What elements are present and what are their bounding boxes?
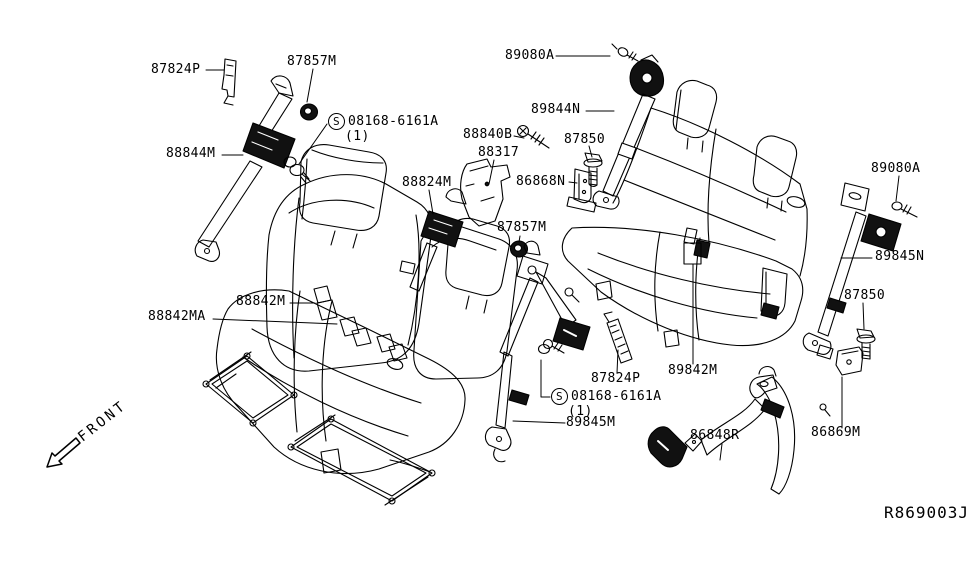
- part-label-89080A-right: 89080A: [871, 161, 921, 176]
- hardware-note-qty-upper: (1): [345, 129, 370, 144]
- belt-88824M-drawing: [399, 188, 467, 292]
- belt-89845N-drawing: [802, 182, 918, 360]
- hardware-note-lower: S 08168-6161A: [551, 388, 662, 405]
- bolt-87850-upper-drawing: [583, 152, 603, 187]
- part-label-89080A-upper: 89080A: [505, 48, 555, 63]
- belt-89844N-drawing: [592, 43, 665, 210]
- part-label-89842M: 89842M: [668, 363, 718, 378]
- part-label-88317: 88317: [478, 145, 520, 160]
- part-label-88824M: 88824M: [402, 175, 452, 190]
- screw-88840B-drawing: [516, 124, 550, 149]
- part-label-89845M: 89845M: [566, 415, 616, 430]
- part-label-87857M-middle: 87857M: [497, 220, 547, 235]
- part-label-89845N: 89845N: [875, 249, 925, 264]
- part-label-88842MA: 88842MA: [148, 309, 206, 324]
- screw-symbol-icon: S: [328, 113, 345, 130]
- hardware-note-qty-lower: (1): [568, 404, 593, 419]
- third-row-seat-drawing: [561, 79, 808, 348]
- part-label-87850-right: 87850: [844, 288, 886, 303]
- part-label-87824P-lower: 87824P: [591, 371, 641, 386]
- belt-89845M-drawing: [484, 240, 591, 463]
- hardware-note-code: 08168-6161A: [571, 389, 662, 404]
- part-label-88842M: 88842M: [236, 294, 286, 309]
- nut-87857M-upper-drawing: [299, 103, 319, 121]
- part-label-89844N: 89844N: [531, 102, 581, 117]
- bracket-86868N-drawing: [566, 168, 597, 213]
- part-87824P-lower-drawing: [603, 311, 633, 364]
- part-label-87857M-upper: 87857M: [287, 54, 337, 69]
- part-label-87824P-upper: 87824P: [151, 62, 201, 77]
- second-row-seat-drawing: [202, 144, 518, 506]
- leader-lines: [205, 55, 900, 461]
- belt-86848R-drawing: [647, 365, 796, 495]
- belt-88844M-drawing: [194, 75, 311, 262]
- part-label-88844M: 88844M: [166, 146, 216, 161]
- nut-87857M-middle-drawing: [509, 240, 529, 258]
- part-label-86848R: 86848R: [690, 428, 740, 443]
- part-label-86869M: 86869M: [811, 425, 861, 440]
- bracket-88317-drawing: [460, 158, 511, 227]
- hardware-note-upper: S 08168-6161A: [328, 113, 439, 130]
- hardware-note-code: 08168-6161A: [348, 114, 439, 129]
- diagram-reference-id: R869003J: [884, 503, 970, 522]
- screw-symbol-icon: S: [551, 388, 568, 405]
- part-label-87850-upper: 87850: [564, 132, 606, 147]
- part-87824P-upper-drawing: [221, 58, 237, 106]
- part-label-86868N: 86868N: [516, 174, 566, 189]
- front-arrow-icon: [46, 437, 81, 468]
- bracket-86869M-drawing: [819, 346, 864, 417]
- part-label-88840B: 88840B: [463, 127, 513, 142]
- bolt-87850-right-drawing: [856, 328, 876, 360]
